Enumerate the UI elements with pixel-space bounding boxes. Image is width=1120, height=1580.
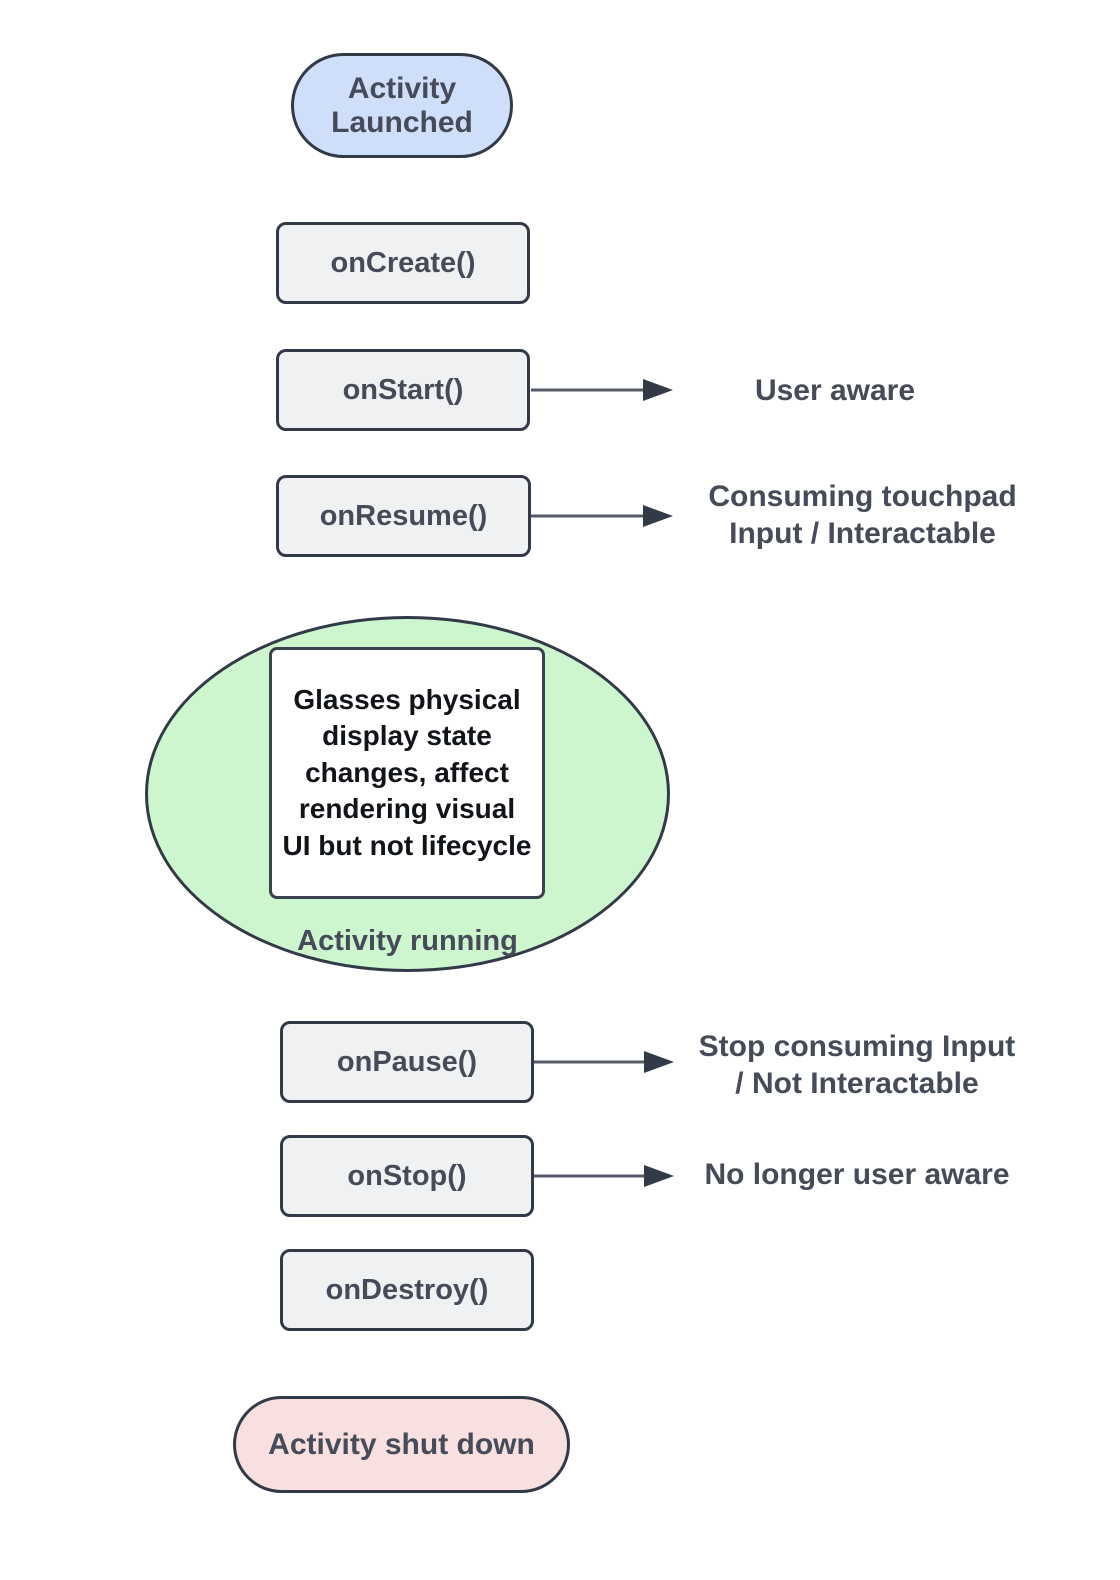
node-activity-launched-label: Activity Launched: [331, 71, 473, 139]
node-on-resume-label: onResume(): [319, 499, 488, 532]
arrow-on-stop-to-note: [534, 1164, 674, 1188]
arrow-on-pause-to-note: [534, 1050, 674, 1074]
node-on-create-label: onCreate(): [330, 246, 476, 279]
node-on-destroy-label: onDestroy(): [325, 1273, 489, 1306]
node-on-pause[interactable]: onPause(): [280, 1021, 534, 1103]
node-on-start[interactable]: onStart(): [276, 349, 530, 431]
annotation-stop-consuming-input: Stop consuming Input / Not Interactable: [698, 1030, 1016, 1100]
node-on-resume[interactable]: onResume(): [276, 475, 531, 557]
node-activity-running-label: Activity running: [297, 925, 518, 957]
node-activity-launched[interactable]: Activity Launched: [291, 53, 513, 158]
node-on-create[interactable]: onCreate(): [276, 222, 530, 304]
node-activity-shut-down[interactable]: Activity shut down: [233, 1396, 570, 1493]
node-on-destroy[interactable]: onDestroy(): [280, 1249, 534, 1331]
annotation-no-longer-user-aware: No longer user aware: [704, 1158, 1010, 1191]
arrow-on-resume-to-note: [531, 504, 673, 528]
node-activity-shut-down-label: Activity shut down: [268, 1427, 535, 1461]
node-on-stop[interactable]: onStop(): [280, 1135, 534, 1217]
annotation-user-aware: User aware: [754, 374, 916, 407]
node-on-stop-label: onStop(): [347, 1159, 467, 1192]
node-on-start-label: onStart(): [342, 373, 464, 406]
note-glasses-display-state: Glasses physical display state changes, …: [269, 647, 545, 899]
note-glasses-display-state-text: Glasses physical display state changes, …: [282, 684, 532, 861]
annotation-consuming-touchpad: Consuming touchpad Input / Interactable: [708, 480, 1017, 550]
arrow-on-start-to-note: [531, 378, 673, 402]
node-on-pause-label: onPause(): [336, 1045, 478, 1078]
